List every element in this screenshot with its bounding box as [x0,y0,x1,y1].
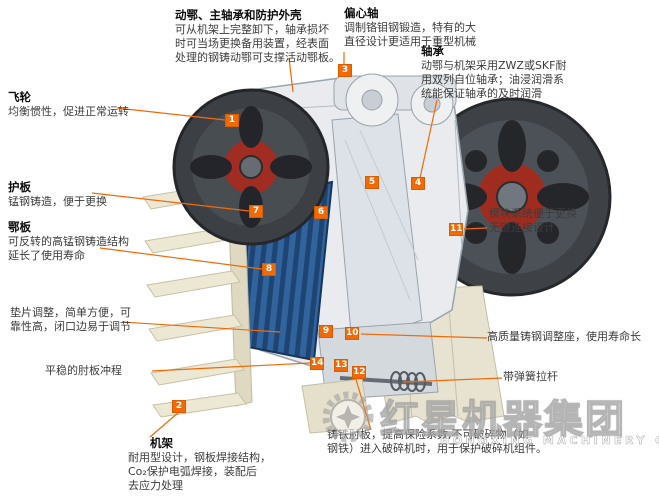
callout-adjustment-seat: 高质量铸钢调整座，使用寿命长 [487,330,657,344]
marker-4: 4 [411,177,425,190]
marker-2: 2 [172,400,186,413]
callout-wedge-system: 楔块系统便于更换 无键连接设计 [489,207,649,235]
callout-frame: 机架 耐用型设计，钢板焊接结构， Co₂保护电弧焊接，装配后 去应力处理 [128,436,308,493]
marker-7: 7 [249,205,263,218]
marker-11: 11 [449,223,463,236]
callout-title: 轴承 [421,44,444,58]
callout-spring-rod: 带弹簧拉杆 [503,370,623,384]
marker-8: 8 [262,263,276,276]
callout-title: 机架 [150,436,173,450]
callout-body: 动鄂与机架采用ZWZ或SKF耐 用双列自位轴承；油浸润滑系 统能保证轴承的及时润… [421,59,567,100]
callout-bearing: 轴承 动鄂与机架采用ZWZ或SKF耐 用双列自位轴承；油浸润滑系 统能保证轴承的… [421,44,631,101]
callout-title: 飞轮 [8,90,31,104]
marker-12: 12 [352,366,366,379]
callout-title: 护板 [8,180,31,194]
callout-title: 动鄂、主轴承和防护外壳 [175,8,302,22]
callout-guard-plate: 护板 锰钢铸造，便于更换 [8,180,168,209]
callout-toggle-stroke: 平稳的肘板冲程 [45,364,185,378]
marker-6: 6 [314,206,328,219]
callout-moving-jaw-assembly: 动鄂、主轴承和防护外壳 可从机架上完整卸下，轴承损坏 时可当场更换备用装置，经表… [175,8,375,65]
callout-toggle-plate: 铸铁肘板，提高保险系数,不可破碎物（如 钢铁）进入破碎机时，用于保护破碎机组件。 [327,428,567,456]
callout-body: 平稳的肘板冲程 [45,364,122,377]
callout-shim-adjustment: 垫片调整，简单方便，可 靠性高，闭口边易于调节 [10,306,160,334]
callout-title: 鄂板 [8,220,31,234]
leader-lines [91,52,503,438]
callout-body: 可反转的高锰钢铸造结构 延长了使用寿命 [8,235,129,262]
callout-body: 铸铁肘板，提高保险系数,不可破碎物（如 钢铁）进入破碎机时，用于保护破碎机组件。 [327,428,547,455]
callout-body: 垫片调整，简单方便，可 靠性高，闭口边易于调节 [10,306,131,333]
callout-body: 锰钢铸造，便于更换 [8,195,107,208]
callout-body: 带弹簧拉杆 [503,370,558,383]
callout-body: 可从机架上完整卸下，轴承损坏 时可当场更换备用装置，经表面 处理的钢铸动鄂可支撑… [175,23,340,64]
left-flywheel-graphic [172,88,330,246]
marker-1: 1 [225,114,239,127]
callout-body: 楔块系统便于更换 无键连接设计 [489,207,577,234]
marker-5: 5 [365,176,379,189]
right-flywheel-graphic [412,97,612,297]
callout-jaw-plate: 鄂板 可反转的高锰钢铸造结构 延长了使用寿命 [8,220,178,263]
marker-14: 14 [310,357,324,370]
marker-3: 3 [338,64,352,77]
marker-9: 9 [319,325,333,338]
marker-10: 10 [345,327,359,340]
callout-body: 调制铬钼钢锻造，特有的大 直径设计更适用于重型机械 [344,21,476,48]
callout-eccentric-shaft: 偏心轴 调制铬钼钢锻造，特有的大 直径设计更适用于重型机械 [344,6,524,49]
callout-body: 耐用型设计，钢板焊接结构， Co₂保护电弧焊接，装配后 去应力处理 [128,451,271,492]
callout-body: 均衡惯性，促进正常运转 [8,105,129,118]
callout-body: 高质量铸钢调整座，使用寿命长 [487,330,641,343]
callout-title: 偏心轴 [344,6,379,20]
callout-flywheel: 飞轮 均衡惯性，促进正常运转 [8,90,168,119]
marker-13: 13 [334,359,348,372]
